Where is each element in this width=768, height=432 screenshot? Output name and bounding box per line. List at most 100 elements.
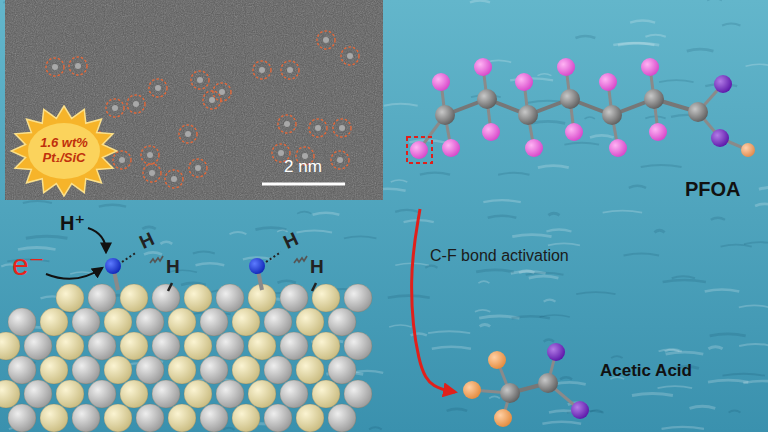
pt-atom <box>147 152 153 158</box>
wave-stroke <box>575 36 595 38</box>
lattice-atom <box>24 380 52 408</box>
lattice-atom <box>168 356 196 384</box>
wave-stroke <box>512 235 551 237</box>
wave-stroke <box>743 381 768 383</box>
atom-marker <box>203 91 221 109</box>
lattice-atom <box>152 284 180 312</box>
atom-marker <box>127 95 145 113</box>
lattice-atom <box>0 332 20 360</box>
microscopy-panel: 2 nm 1.6 wt% Pt₁/SiC <box>5 0 383 200</box>
carbon-atom <box>500 383 520 403</box>
lattice-atom <box>184 380 212 408</box>
wave-stroke <box>729 410 741 412</box>
electron-label: e⁻ <box>12 248 45 283</box>
wave-stroke <box>344 236 376 238</box>
label-holder: H⁺ <box>60 212 85 235</box>
scale-label: 2 nm <box>284 157 322 177</box>
carbon-atom <box>602 105 622 125</box>
atom-marker <box>341 47 359 65</box>
wave-stroke <box>744 242 768 244</box>
wave-stroke <box>537 74 551 76</box>
hydrogen-label: H <box>310 256 324 278</box>
wave-stroke <box>529 276 559 278</box>
lattice-atom <box>56 332 84 360</box>
pt-atom <box>323 37 329 43</box>
pt-atom <box>287 67 293 73</box>
pt-atom <box>149 170 155 176</box>
wave-stroke <box>564 143 599 145</box>
wave-stroke <box>489 396 500 398</box>
lattice-atom <box>8 404 36 432</box>
atom-marker <box>253 61 271 79</box>
atom-marker <box>113 151 131 169</box>
loading-label: 1.6 wt% Pt₁/SiC <box>30 136 98 166</box>
carbon-atom <box>644 89 664 109</box>
wave-stroke <box>746 64 768 66</box>
lattice-atom <box>120 332 148 360</box>
atom <box>515 73 533 91</box>
lattice-atom <box>216 380 244 408</box>
lattice-atom <box>136 404 164 432</box>
wave-stroke <box>384 104 418 106</box>
atom-marker <box>141 146 159 164</box>
molecule-group: PFOA <box>395 50 760 209</box>
lattice-atom <box>152 332 180 360</box>
wave-stroke <box>470 1 490 3</box>
carbon-atom <box>477 89 497 109</box>
wave-stroke <box>590 410 602 412</box>
carbon-atom <box>538 373 558 393</box>
wave-stroke <box>585 117 595 119</box>
label-holder: e⁻ <box>12 248 45 283</box>
lattice-atom <box>344 380 372 408</box>
atom-marker <box>149 79 167 97</box>
carbon-atom <box>560 89 580 109</box>
pt-atom <box>197 77 203 83</box>
atom <box>410 141 428 159</box>
atom <box>494 409 512 427</box>
wave-stroke <box>223 428 234 430</box>
wave-stroke <box>519 271 534 273</box>
scale-bar <box>262 183 345 186</box>
wave-stroke <box>708 347 722 349</box>
lattice-atom <box>232 308 260 336</box>
lattice-atom <box>168 404 196 432</box>
lattice-atom <box>296 308 324 336</box>
wave-stroke <box>755 204 768 206</box>
wave-stroke <box>511 271 546 273</box>
pt-atom <box>75 63 81 69</box>
starburst-glow <box>28 123 100 179</box>
wave-stroke <box>711 218 725 220</box>
wave-stroke <box>641 165 682 167</box>
pt-atom <box>284 121 290 127</box>
atom-marker <box>281 61 299 79</box>
wave-stroke <box>193 252 215 254</box>
atom-marker <box>165 170 183 188</box>
wave-stroke <box>391 180 408 182</box>
wave-stroke <box>690 406 716 408</box>
wave-stroke <box>739 305 768 307</box>
wave-stroke <box>665 349 682 351</box>
lattice-atom <box>248 380 276 408</box>
pt-atom <box>195 165 201 171</box>
wave-stroke <box>488 216 516 218</box>
wave-stroke <box>659 80 693 82</box>
pt-atom <box>52 64 58 70</box>
lattice-atom <box>296 404 324 432</box>
atom-marker <box>143 164 161 182</box>
wave-stroke <box>475 310 490 312</box>
transfer-squiggle <box>294 256 307 263</box>
lattice-atom <box>312 284 340 312</box>
molecule-group: Acetic Acid <box>455 335 725 427</box>
lattice-atom <box>264 308 292 336</box>
pt-atom <box>278 150 284 156</box>
atom <box>442 139 460 157</box>
wave-stroke <box>389 325 411 327</box>
pt-atom <box>133 101 139 107</box>
pt-atom <box>219 89 225 95</box>
lattice-atom <box>72 356 100 384</box>
wave-stroke <box>99 205 126 207</box>
wave-stroke <box>710 334 746 336</box>
lattice-atom <box>88 284 116 312</box>
lattice-atom <box>56 284 84 312</box>
atom-marker <box>309 119 327 137</box>
